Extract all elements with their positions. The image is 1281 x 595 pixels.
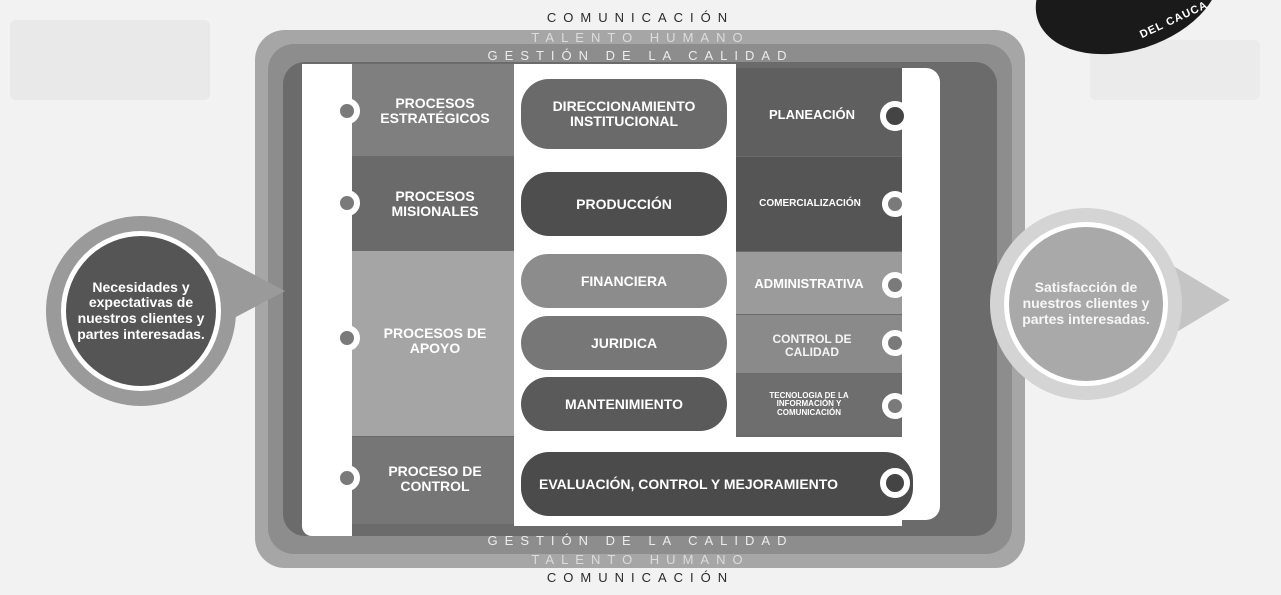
top-quality-label: GESTIÓN DE LA CALIDAD [487, 48, 794, 63]
financiera-label: FINANCIERA [580, 272, 668, 289]
control-calidad-connector-icon [882, 330, 908, 356]
produccion-pill: PRODUCCIÓN [521, 172, 727, 236]
bottom-quality-label: GESTIÓN DE LA CALIDAD [487, 533, 794, 548]
administrativa-connector-icon [882, 272, 908, 298]
produccion-label: PRODUCCIÓN [576, 195, 672, 212]
direccionamiento-label: DIRECCIONAMIENTO INSTITUCIONAL [552, 98, 696, 129]
mantenimiento-label: MANTENIMIENTO [565, 395, 683, 412]
support-connector-icon [334, 325, 360, 351]
support-band [352, 251, 514, 436]
top-communication-label: COMUNICACIÓN [546, 10, 735, 25]
administrativa-band [736, 252, 902, 314]
evaluacion-pill: EVALUACIÓN, CONTROL Y MEJORAMIENTO [521, 452, 913, 516]
control-calidad-label: CONTROL DE CALIDAD [772, 332, 852, 359]
strategic-band [352, 64, 514, 156]
right-white-column [902, 68, 940, 520]
output-bubble-text: Satisfacción de nuestros clientes y part… [1004, 222, 1168, 386]
evaluacion-label: EVALUACIÓN, CONTROL Y MEJORAMIENTO [539, 475, 838, 492]
administrativa-label: ADMINISTRATIVA [754, 276, 864, 291]
planeacion-connector-icon [880, 101, 910, 131]
control-band [352, 437, 514, 524]
direccionamiento-pill: DIRECCIONAMIENTO INSTITUCIONAL [521, 79, 727, 149]
strategic-connector-icon [334, 98, 360, 124]
comercializacion-band [736, 157, 902, 251]
planeacion-label: PLANEACIÓN [769, 107, 855, 122]
control-connector-icon [334, 465, 360, 491]
evaluacion-connector-icon [880, 468, 910, 498]
left-white-column [302, 64, 352, 536]
tecnologia-band [736, 374, 902, 434]
mantenimiento-pill: MANTENIMIENTO [521, 377, 727, 431]
control-calidad-band [736, 315, 902, 373]
planeacion-band [736, 68, 902, 156]
comercializacion-label: COMERCIALIZACIÓN [759, 198, 861, 209]
tecnologia-label: TECNOLOGIA DE LA INFORMACIÓN Y COMUNICAC… [769, 391, 849, 417]
input-bubble-text: Necesidades y expectativas de nuestros c… [61, 231, 221, 391]
missional-processes-label: PROCESOS MISIONALES [391, 188, 479, 219]
tecnologia-connector-icon [882, 393, 908, 419]
financiera-pill: FINANCIERA [521, 254, 727, 308]
strategic-processes-label: PROCESOS ESTRATÉGICOS [380, 95, 490, 126]
juridica-pill: JURIDICA [521, 316, 727, 370]
background-ghost-left [10, 20, 210, 100]
juridica-label: JURIDICA [590, 334, 658, 351]
missional-band [352, 157, 514, 250]
missional-connector-icon [334, 190, 360, 216]
top-talent-label: TALENTO HUMANO [531, 30, 750, 45]
bottom-communication-label: COMUNICACIÓN [546, 570, 735, 585]
comercializacion-connector-icon [882, 191, 908, 217]
bottom-talent-label: TALENTO HUMANO [531, 552, 750, 567]
control-process-label: PROCESO DE CONTROL [388, 463, 482, 494]
support-processes-label: PROCESOS DE APOYO [383, 325, 487, 356]
